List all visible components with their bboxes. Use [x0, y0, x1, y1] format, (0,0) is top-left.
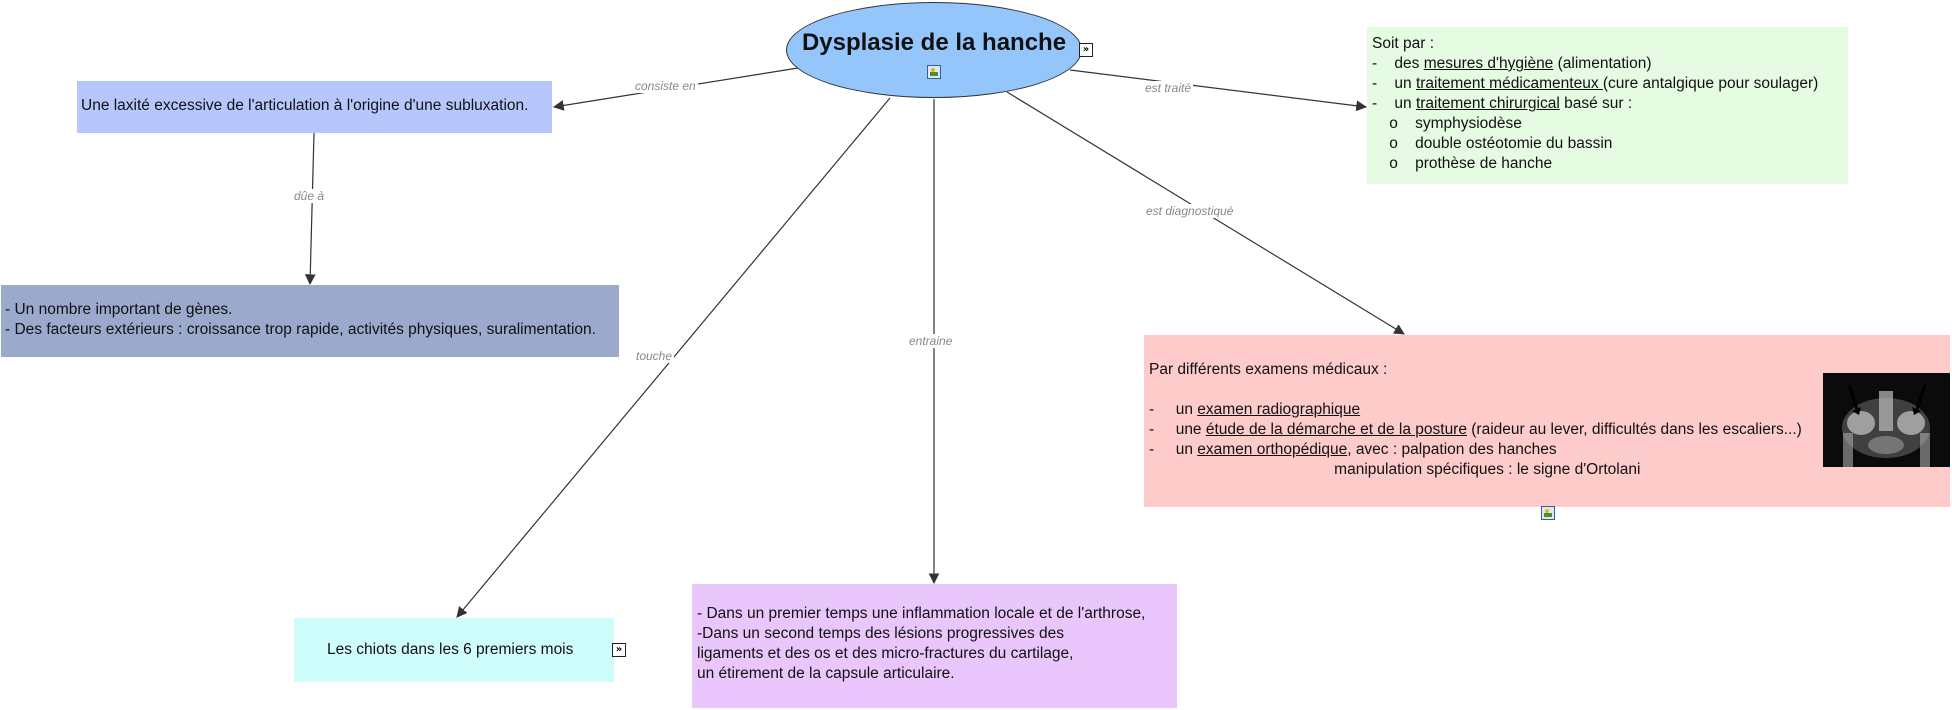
edge-due-a	[310, 133, 314, 284]
traitement-sub-1: o symphysiodèse	[1372, 114, 1848, 134]
root-concept-title: Dysplasie de la hanche	[787, 33, 1081, 53]
edge-label-est-traite: est traité	[1143, 81, 1193, 95]
edge-label-entraine: entraine	[907, 334, 954, 348]
traitement-item-medicamenteux: - un traitement médicamenteux (cure anta…	[1372, 74, 1848, 94]
node-laxite-text: Une laxité excessive de l'articulation à…	[81, 96, 552, 116]
node-chiots[interactable]: Les chiots dans les 6 premiers mois	[294, 618, 614, 682]
xray-photo	[1823, 373, 1950, 467]
node-chiots-text: Les chiots dans les 6 premiers mois	[327, 640, 614, 660]
node-consequences-line-4: un étirement de la capsule articulaire.	[697, 664, 1177, 684]
node-laxite[interactable]: Une laxité excessive de l'articulation à…	[77, 81, 552, 133]
traitement-sub-2: o double ostéotomie du bassin	[1372, 134, 1848, 154]
node-consequences-line-2: -Dans un second temps des lésions progre…	[697, 624, 1177, 644]
node-causes[interactable]: - Un nombre important de gènes. - Des fa…	[1, 285, 619, 357]
link-icon[interactable]: »	[612, 643, 626, 657]
image-icon[interactable]	[1541, 506, 1555, 520]
link-icon[interactable]: »	[1079, 43, 1093, 57]
image-icon[interactable]	[927, 65, 941, 79]
edge-label-touche: touche	[634, 349, 674, 363]
edge-label-consiste-en: consiste en	[633, 79, 698, 93]
edge-label-est-diagnostique: est diagnostiqué	[1144, 204, 1235, 218]
node-causes-line-2: - Des facteurs extérieurs : croissance t…	[5, 320, 619, 340]
edge-est-traite	[1070, 70, 1366, 107]
node-consequences-line-3: ligaments et des os et des micro-fractur…	[697, 644, 1177, 664]
root-concept-node[interactable]: Dysplasie de la hanche	[786, 2, 1082, 98]
edge-label-due-a: dûe à	[292, 189, 326, 203]
traitement-item-hygiene: - des mesures d'hygiène (alimentation)	[1372, 54, 1848, 74]
traitement-intro: Soit par :	[1372, 34, 1848, 54]
node-consequences-line-1: - Dans un premier temps une inflammation…	[697, 604, 1177, 624]
node-traitement[interactable]: Soit par : - des mesures d'hygiène (alim…	[1367, 27, 1848, 184]
traitement-item-chirurgical: - un traitement chirurgical basé sur :	[1372, 94, 1848, 114]
node-consequences[interactable]: - Dans un premier temps une inflammation…	[692, 584, 1177, 708]
node-causes-line-1: - Un nombre important de gènes.	[5, 300, 619, 320]
traitement-sub-3: o prothèse de hanche	[1372, 154, 1848, 174]
